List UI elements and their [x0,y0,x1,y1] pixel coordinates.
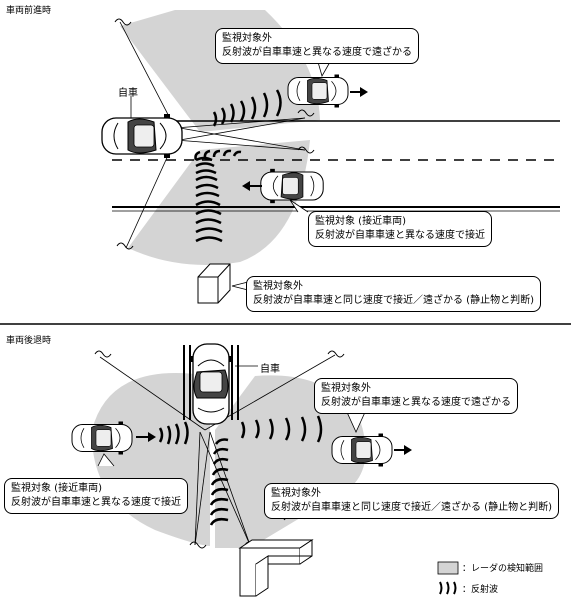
approaching-car-top [260,168,324,204]
receding-car-bottom [331,433,393,467]
legend-radar-swatch [437,561,459,575]
callout-line2: 反射波が自車車速と異なる速度で接近 [11,497,181,508]
arrow-right-icon [350,87,368,97]
callout-line2: 反射波が自車車速と同じ速度で接近／遠ざかる (静止物と判断) [253,295,534,306]
callout-approaching-bottom: 監視対象 (接近車両) 反射波が自車車速と異なる速度で接近 [4,478,188,514]
receding-car-top [287,74,349,108]
callout-line2: 反射波が自車車速と異なる速度で遠ざかる [222,47,412,58]
reflected-waves-bottom [158,415,323,526]
legend-wave-label: ：反射波 [462,585,499,595]
callout-receding-top: 監視対象外 反射波が自車車速と異なる速度で遠ざかる [215,28,419,64]
callout-line1: 監視対象外 [222,33,272,44]
section-title-reverse: 車両後退時 [6,336,52,346]
arrow-right-icon [136,432,156,442]
callout-line1: 監視対象外 [271,488,321,499]
callout-receding-bottom: 監視対象外 反射波が自車車速と異なる速度で遠ざかる [314,378,518,414]
callout-line2: 反射波が自車車速と異なる速度で接近 [315,230,485,241]
callout-line1: 監視対象外 [321,383,371,394]
callout-line2: 反射波が自車車速と異なる速度で遠ざかる [321,397,511,408]
legend-radar-label: ：レーダの検知範囲 [462,564,544,574]
callout-approaching-top: 監視対象 (接近車両) 反射波が自車車速と異なる速度で接近 [308,211,492,247]
legend-wave-icon [439,581,457,595]
stationary-object-bottom [238,539,314,597]
arrow-right-icon [394,445,412,455]
callout-line1: 監視対象外 [253,281,303,292]
approaching-car-bottom [71,421,133,455]
arrow-left-icon [242,181,262,191]
callout-line2: 反射波が自車車速と同じ速度で接近／遠ざかる (静止物と判断) [271,502,552,513]
callout-stationary-bottom: 監視対象外 反射波が自車車速と同じ速度で接近／遠ざかる (静止物と判断) [264,483,559,519]
own-car-label-top: 自車 [118,88,138,99]
own-car-bottom [188,343,234,425]
callout-stationary-top: 監視対象外 反射波が自車車速と同じ速度で接近／遠ざかる (静止物と判断) [246,276,541,312]
callout-line1: 監視対象 (接近車両) [11,483,102,494]
own-car-top [101,113,183,159]
own-car-label-bottom: 自車 [260,364,280,375]
section-title-forward: 車両前進時 [6,6,52,16]
callout-line1: 監視対象 (接近車両) [315,216,406,227]
stationary-object-top [197,263,231,304]
reflected-waves-top [194,89,282,243]
